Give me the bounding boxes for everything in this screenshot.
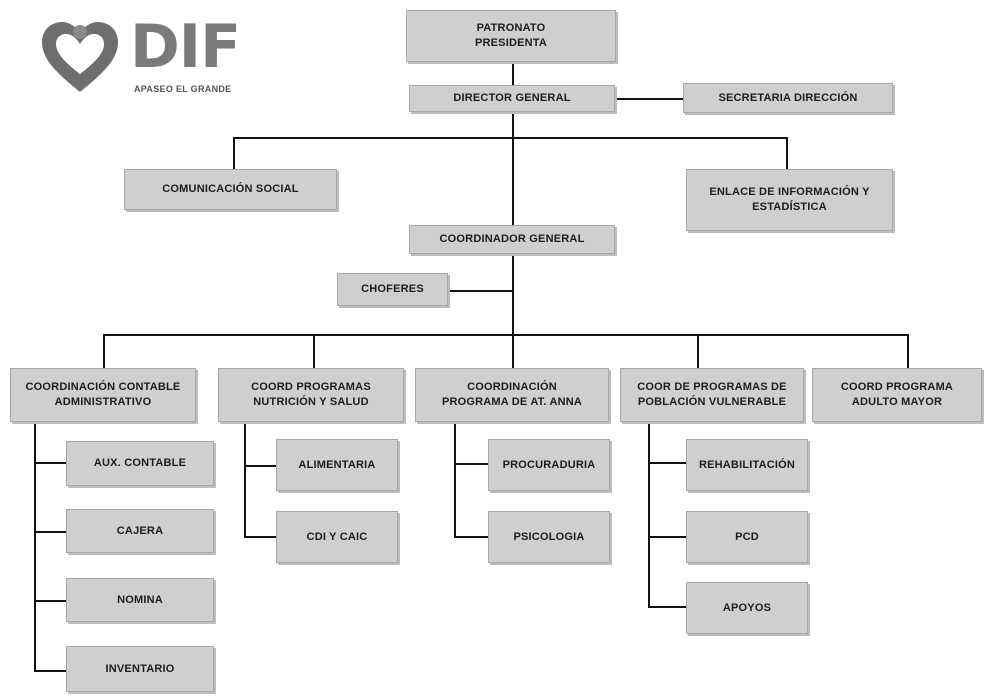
node-director-general: DIRECTOR GENERAL [409, 85, 615, 112]
connector [454, 536, 488, 538]
node-aux-contable: AUX. CONTABLE [66, 441, 214, 486]
connector [34, 670, 66, 672]
connector [454, 463, 488, 465]
connector [512, 63, 514, 85]
connector [313, 334, 315, 368]
node-cdi-caic: CDI Y CAIC [276, 511, 398, 563]
heart-icon [42, 22, 118, 92]
connector [697, 334, 699, 368]
node-psicologia: PSICOLOGIA [488, 511, 610, 563]
node-inventario: INVENTARIO [66, 646, 214, 692]
logo-subtitle: APASEO EL GRANDE [134, 84, 232, 94]
node-rehabilitacion: REHABILITACIÓN [686, 439, 808, 491]
connector [907, 334, 909, 368]
node-coordinador-general: COORDINADOR GENERAL [409, 225, 615, 254]
connector [512, 254, 514, 334]
connector [648, 606, 686, 608]
node-procuraduria: PROCURADURIA [488, 439, 610, 491]
connector [34, 600, 66, 602]
connector [786, 137, 788, 169]
node-cajera: CAJERA [66, 509, 214, 553]
connector [244, 465, 276, 467]
connector [34, 422, 36, 672]
connector [648, 536, 686, 538]
node-alimentaria: ALIMENTARIA [276, 439, 398, 491]
connector [103, 334, 909, 336]
node-apoyos: APOYOS [686, 582, 808, 634]
connector [233, 137, 788, 139]
connector [244, 422, 246, 538]
connector [512, 112, 514, 228]
connector [454, 422, 456, 538]
node-nomina: NOMINA [66, 578, 214, 622]
connector [244, 536, 276, 538]
connector [615, 98, 683, 100]
connector [648, 462, 686, 464]
node-secretaria-direccion: SECRETARIA DIRECCIÓN [683, 83, 893, 113]
logo-wordmark: DIF [130, 12, 241, 82]
node-comunicacion-social: COMUNICACIÓN SOCIAL [124, 169, 337, 210]
dif-logo: DIF APASEO EL GRANDE [38, 12, 268, 106]
connector [103, 334, 105, 368]
connector [512, 334, 514, 368]
connector [233, 137, 235, 169]
connector [448, 290, 512, 292]
node-choferes: CHOFERES [337, 273, 448, 306]
connector [648, 422, 650, 608]
connector [34, 531, 66, 533]
connector [34, 462, 66, 464]
node-pcd: PCD [686, 511, 808, 563]
